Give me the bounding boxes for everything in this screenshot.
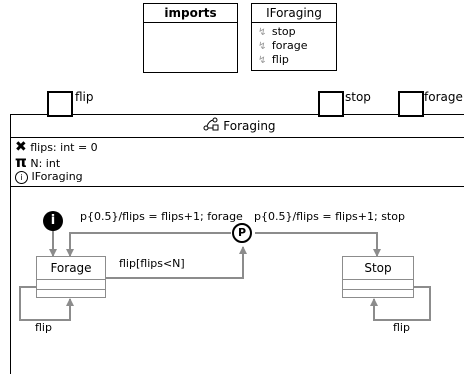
variable-text: IForaging: [31, 170, 83, 183]
event-label: flip: [271, 53, 289, 66]
lightning-icon: ↯: [258, 55, 267, 66]
imports-title: imports: [144, 4, 237, 23]
lightning-icon: ↯: [258, 27, 267, 38]
port-stop-label: stop: [345, 90, 371, 104]
label-p-to-forage: p{0.5}/flips = flips+1; forage: [80, 210, 243, 223]
interface-title: IForaging: [252, 4, 336, 23]
transition-p-to-forage[interactable]: [66, 232, 231, 257]
event-item[interactable]: ↯ flip: [258, 53, 336, 67]
state-stop[interactable]: Stop: [342, 256, 414, 298]
event-label: stop: [271, 25, 296, 38]
initial-junction[interactable]: i: [43, 211, 63, 231]
state-machine-icon: [203, 116, 219, 138]
state-forage-label: Forage: [37, 257, 105, 280]
initial-junction-label: i: [50, 213, 56, 228]
port-stop[interactable]: [318, 91, 344, 117]
state-machine-container[interactable]: Foraging ✖ flips: int = 0 π N: int i IFo…: [10, 114, 464, 374]
label-forage-self: flip: [35, 321, 52, 334]
label-stop-self: flip: [393, 321, 410, 334]
variable-text: N: int: [30, 157, 61, 170]
variable-row[interactable]: ✖ flips: int = 0: [15, 140, 464, 155]
state-forage-divider: [37, 280, 105, 290]
probabilistic-junction-label: P: [237, 226, 247, 239]
machine-title: Foraging: [223, 119, 276, 133]
variable-row[interactable]: π N: int: [15, 153, 464, 171]
event-label: forage: [271, 39, 308, 52]
state-stop-label: Stop: [343, 257, 413, 280]
interface-info-icon: i: [15, 170, 28, 184]
port-flip[interactable]: [47, 91, 73, 117]
label-forage-to-p: flip[flips<N]: [119, 257, 185, 270]
variables-section: ✖ flips: int = 0 π N: int i IForaging: [11, 138, 464, 187]
variable-text: flips: int = 0: [30, 141, 98, 154]
port-forage-label: forage: [424, 90, 463, 104]
state-forage[interactable]: Forage: [36, 256, 106, 298]
variable-row[interactable]: i IForaging: [15, 169, 464, 184]
interface-box[interactable]: IForaging ↯ stop ↯ forage ↯ flip: [251, 3, 337, 71]
machine-title-bar: Foraging: [11, 115, 464, 138]
transition-stop-self[interactable]: [370, 286, 431, 321]
transition-forage-to-p[interactable]: [106, 246, 247, 279]
port-forage[interactable]: [398, 91, 424, 117]
label-p-to-stop: p{0.5}/flips = flips+1; stop: [254, 210, 405, 223]
probabilistic-junction[interactable]: P: [232, 223, 252, 243]
event-item[interactable]: ↯ forage: [258, 39, 336, 53]
constant-pi-icon: π: [15, 153, 27, 171]
event-item[interactable]: ↯ stop: [258, 25, 336, 39]
port-flip-label: flip: [75, 90, 94, 104]
state-stop-divider: [343, 280, 413, 290]
lightning-icon: ↯: [258, 41, 267, 52]
variable-x-icon: ✖: [15, 139, 27, 155]
transition-forage-self[interactable]: [19, 286, 74, 321]
imports-box[interactable]: imports: [143, 3, 238, 73]
event-list: ↯ stop ↯ forage ↯ flip: [252, 23, 336, 67]
transition-p-to-stop[interactable]: [255, 232, 381, 257]
